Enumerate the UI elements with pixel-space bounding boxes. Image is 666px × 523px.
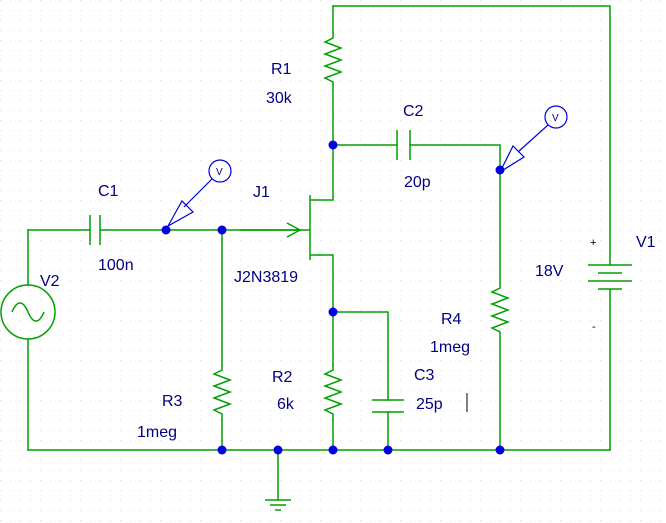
r3-ref: R3	[162, 393, 183, 410]
node-bottom-ground	[273, 445, 283, 455]
j1-value: J2N3819	[234, 269, 298, 286]
node-drain	[328, 140, 338, 150]
node-source	[328, 307, 338, 317]
v1-value: 18V	[535, 263, 564, 280]
c3-value: 25p	[416, 396, 443, 413]
r2-value: 6k	[277, 396, 295, 413]
c1-value: 100n	[98, 257, 134, 274]
c2-value: 20p	[404, 174, 431, 191]
v2-ref: V2	[40, 273, 60, 290]
node-input-probe	[161, 225, 171, 235]
probe-input-label: V	[216, 167, 223, 178]
v1-minus: -	[592, 321, 596, 333]
junction-nodes	[161, 140, 505, 455]
c1-ref: C1	[98, 183, 119, 200]
node-bottom-r4	[495, 445, 505, 455]
r3-value: 1meg	[137, 424, 177, 441]
r1-value: 30k	[266, 90, 293, 107]
resistor-r3[interactable]	[211, 365, 233, 420]
c3-ref: C3	[414, 367, 435, 384]
v1-plus: +	[590, 237, 596, 249]
capacitor-c3[interactable]	[372, 399, 404, 413]
node-gate	[217, 225, 227, 235]
capacitor-c1[interactable]	[89, 215, 101, 245]
node-bottom-c3	[383, 445, 393, 455]
node-bottom-r3	[217, 445, 227, 455]
r4-value: 1meg	[430, 339, 470, 356]
r4-ref: R4	[441, 311, 462, 328]
c2-ref: C2	[403, 103, 424, 120]
resistor-r1[interactable]	[322, 32, 344, 85]
resistor-r2[interactable]	[322, 365, 344, 420]
node-output	[495, 165, 505, 175]
wires	[27, 5, 611, 501]
jfet-j1[interactable]	[240, 195, 320, 260]
probe-output-label: V	[552, 113, 559, 124]
voltage-probe-output[interactable]	[498, 105, 568, 174]
battery-v1[interactable]	[588, 225, 632, 295]
node-bottom-r2	[328, 445, 338, 455]
r1-ref: R1	[271, 61, 292, 78]
j1-ref: J1	[253, 184, 270, 201]
resistor-r4[interactable]	[489, 282, 511, 338]
v1-ref: V1	[636, 234, 656, 251]
voltage-probe-input[interactable]	[166, 159, 232, 228]
capacitor-c2[interactable]	[396, 130, 411, 160]
r2-ref: R2	[272, 369, 293, 386]
ground-symbol	[265, 499, 291, 511]
ac-source-v2[interactable]	[0, 284, 56, 340]
